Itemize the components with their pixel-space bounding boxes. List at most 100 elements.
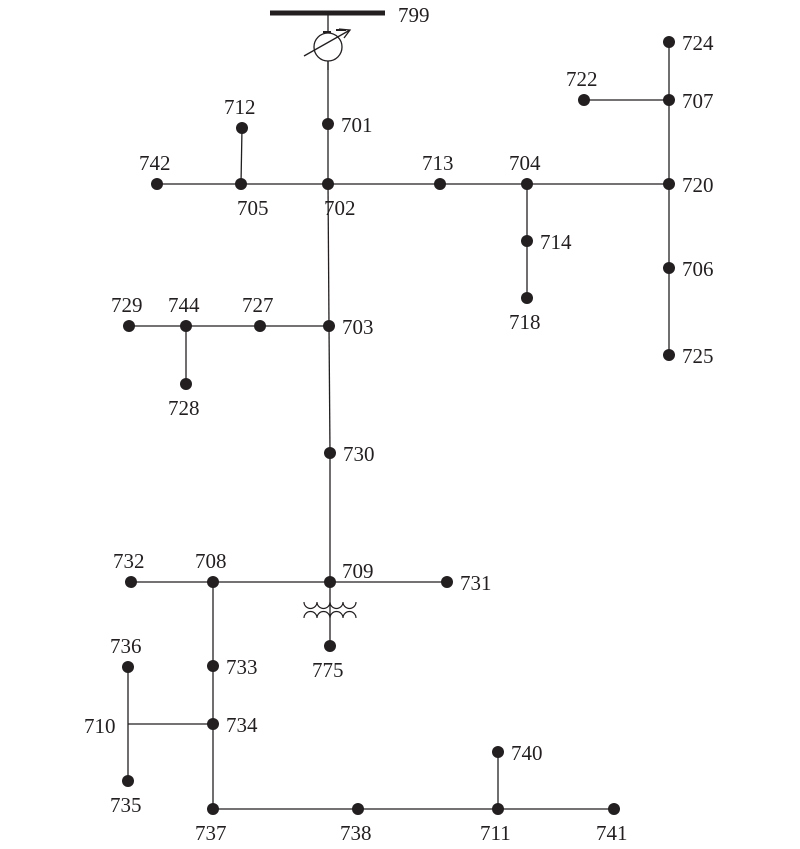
node-dot[interactable] bbox=[663, 349, 675, 361]
node-725[interactable]: 725 bbox=[663, 344, 714, 368]
node-738[interactable]: 738 bbox=[340, 803, 372, 845]
node-703[interactable]: 703 bbox=[323, 315, 374, 339]
node-744[interactable]: 744 bbox=[168, 293, 200, 332]
node-722[interactable]: 722 bbox=[566, 67, 598, 106]
node-737[interactable]: 737 bbox=[195, 803, 227, 845]
node-dot[interactable] bbox=[663, 94, 675, 106]
node-724[interactable]: 724 bbox=[663, 31, 714, 55]
node-728[interactable]: 728 bbox=[168, 378, 200, 420]
node-label: 710 bbox=[84, 714, 116, 738]
edges bbox=[127, 42, 670, 810]
node-713[interactable]: 713 bbox=[422, 151, 454, 190]
node-dot[interactable] bbox=[663, 36, 675, 48]
node-708[interactable]: 708 bbox=[195, 549, 227, 588]
node-741[interactable]: 741 bbox=[596, 803, 628, 845]
node-label: 701 bbox=[341, 113, 373, 137]
node-712[interactable]: 712 bbox=[224, 95, 256, 134]
node-label: 742 bbox=[139, 151, 171, 175]
node-706[interactable]: 706 bbox=[663, 257, 714, 281]
node-label: 718 bbox=[509, 310, 541, 334]
node-label: 727 bbox=[242, 293, 274, 317]
node-label: 730 bbox=[343, 442, 375, 466]
node-dot[interactable] bbox=[608, 803, 620, 815]
node-dot[interactable] bbox=[578, 94, 590, 106]
node-dot[interactable] bbox=[236, 122, 248, 134]
node-label: 733 bbox=[226, 655, 258, 679]
node-dot[interactable] bbox=[207, 576, 219, 588]
node-dot[interactable] bbox=[521, 178, 533, 190]
node-label: 728 bbox=[168, 396, 200, 420]
node-dot[interactable] bbox=[663, 262, 675, 274]
node-705[interactable]: 705 bbox=[235, 178, 269, 220]
node-dot[interactable] bbox=[235, 178, 247, 190]
node-735[interactable]: 735 bbox=[110, 775, 142, 817]
node-dot[interactable] bbox=[322, 118, 334, 130]
node-label: 734 bbox=[226, 713, 258, 737]
node-711[interactable]: 711 bbox=[480, 803, 511, 845]
node-label: 707 bbox=[682, 89, 714, 113]
node-label: 704 bbox=[509, 151, 541, 175]
node-dot[interactable] bbox=[324, 576, 336, 588]
node-label: 725 bbox=[682, 344, 714, 368]
node-727[interactable]: 727 bbox=[242, 293, 274, 332]
node-label: 744 bbox=[168, 293, 200, 317]
node-718[interactable]: 718 bbox=[509, 292, 541, 334]
node-775[interactable]: 775 bbox=[312, 640, 344, 682]
node-734[interactable]: 734 bbox=[207, 713, 258, 737]
node-720[interactable]: 720 bbox=[663, 173, 714, 197]
node-742[interactable]: 742 bbox=[139, 151, 171, 190]
node-702[interactable]: 702 bbox=[322, 178, 356, 220]
node-dot[interactable] bbox=[122, 661, 134, 673]
node-dot[interactable] bbox=[322, 178, 334, 190]
node-label: 741 bbox=[596, 821, 628, 845]
node-729[interactable]: 729 bbox=[111, 293, 143, 332]
node-label: 737 bbox=[195, 821, 227, 845]
node-dot[interactable] bbox=[180, 378, 192, 390]
node-label: 731 bbox=[460, 571, 492, 595]
node-dot[interactable] bbox=[323, 320, 335, 332]
node-label: 714 bbox=[540, 230, 572, 254]
node-dot[interactable] bbox=[521, 235, 533, 247]
node-704[interactable]: 704 bbox=[509, 151, 541, 190]
node-dot[interactable] bbox=[324, 447, 336, 459]
node-dot[interactable] bbox=[352, 803, 364, 815]
node-label: 740 bbox=[511, 741, 543, 765]
node-732[interactable]: 732 bbox=[113, 549, 145, 588]
node-dot[interactable] bbox=[207, 803, 219, 815]
node-label: 736 bbox=[110, 634, 142, 658]
node-dot[interactable] bbox=[324, 640, 336, 652]
node-dot[interactable] bbox=[207, 660, 219, 672]
line-705-712 bbox=[240, 127, 243, 185]
source-bus-label: 799 bbox=[398, 3, 430, 27]
node-label: 722 bbox=[566, 67, 598, 91]
node-710[interactable]: 710 bbox=[84, 714, 116, 738]
line-702-703 bbox=[327, 183, 330, 327]
node-dot[interactable] bbox=[441, 576, 453, 588]
node-dot[interactable] bbox=[180, 320, 192, 332]
node-dot[interactable] bbox=[492, 746, 504, 758]
node-dot[interactable] bbox=[434, 178, 446, 190]
node-label: 735 bbox=[110, 793, 142, 817]
node-701[interactable]: 701 bbox=[322, 113, 373, 137]
node-709[interactable]: 709 bbox=[324, 559, 374, 588]
node-707[interactable]: 707 bbox=[663, 89, 714, 113]
node-731[interactable]: 731 bbox=[441, 571, 492, 595]
node-dot[interactable] bbox=[122, 775, 134, 787]
node-dot[interactable] bbox=[521, 292, 533, 304]
node-740[interactable]: 740 bbox=[492, 741, 543, 765]
node-dot[interactable] bbox=[151, 178, 163, 190]
node-label: 720 bbox=[682, 173, 714, 197]
node-733[interactable]: 733 bbox=[207, 655, 258, 679]
node-dot[interactable] bbox=[254, 320, 266, 332]
node-dot[interactable] bbox=[125, 576, 137, 588]
node-dot[interactable] bbox=[207, 718, 219, 730]
node-dot[interactable] bbox=[123, 320, 135, 332]
node-714[interactable]: 714 bbox=[521, 230, 572, 254]
node-dot[interactable] bbox=[492, 803, 504, 815]
node-736[interactable]: 736 bbox=[110, 634, 142, 673]
node-dot[interactable] bbox=[663, 178, 675, 190]
line-703-730 bbox=[328, 325, 331, 454]
node-label: 706 bbox=[682, 257, 714, 281]
node-730[interactable]: 730 bbox=[324, 442, 375, 466]
